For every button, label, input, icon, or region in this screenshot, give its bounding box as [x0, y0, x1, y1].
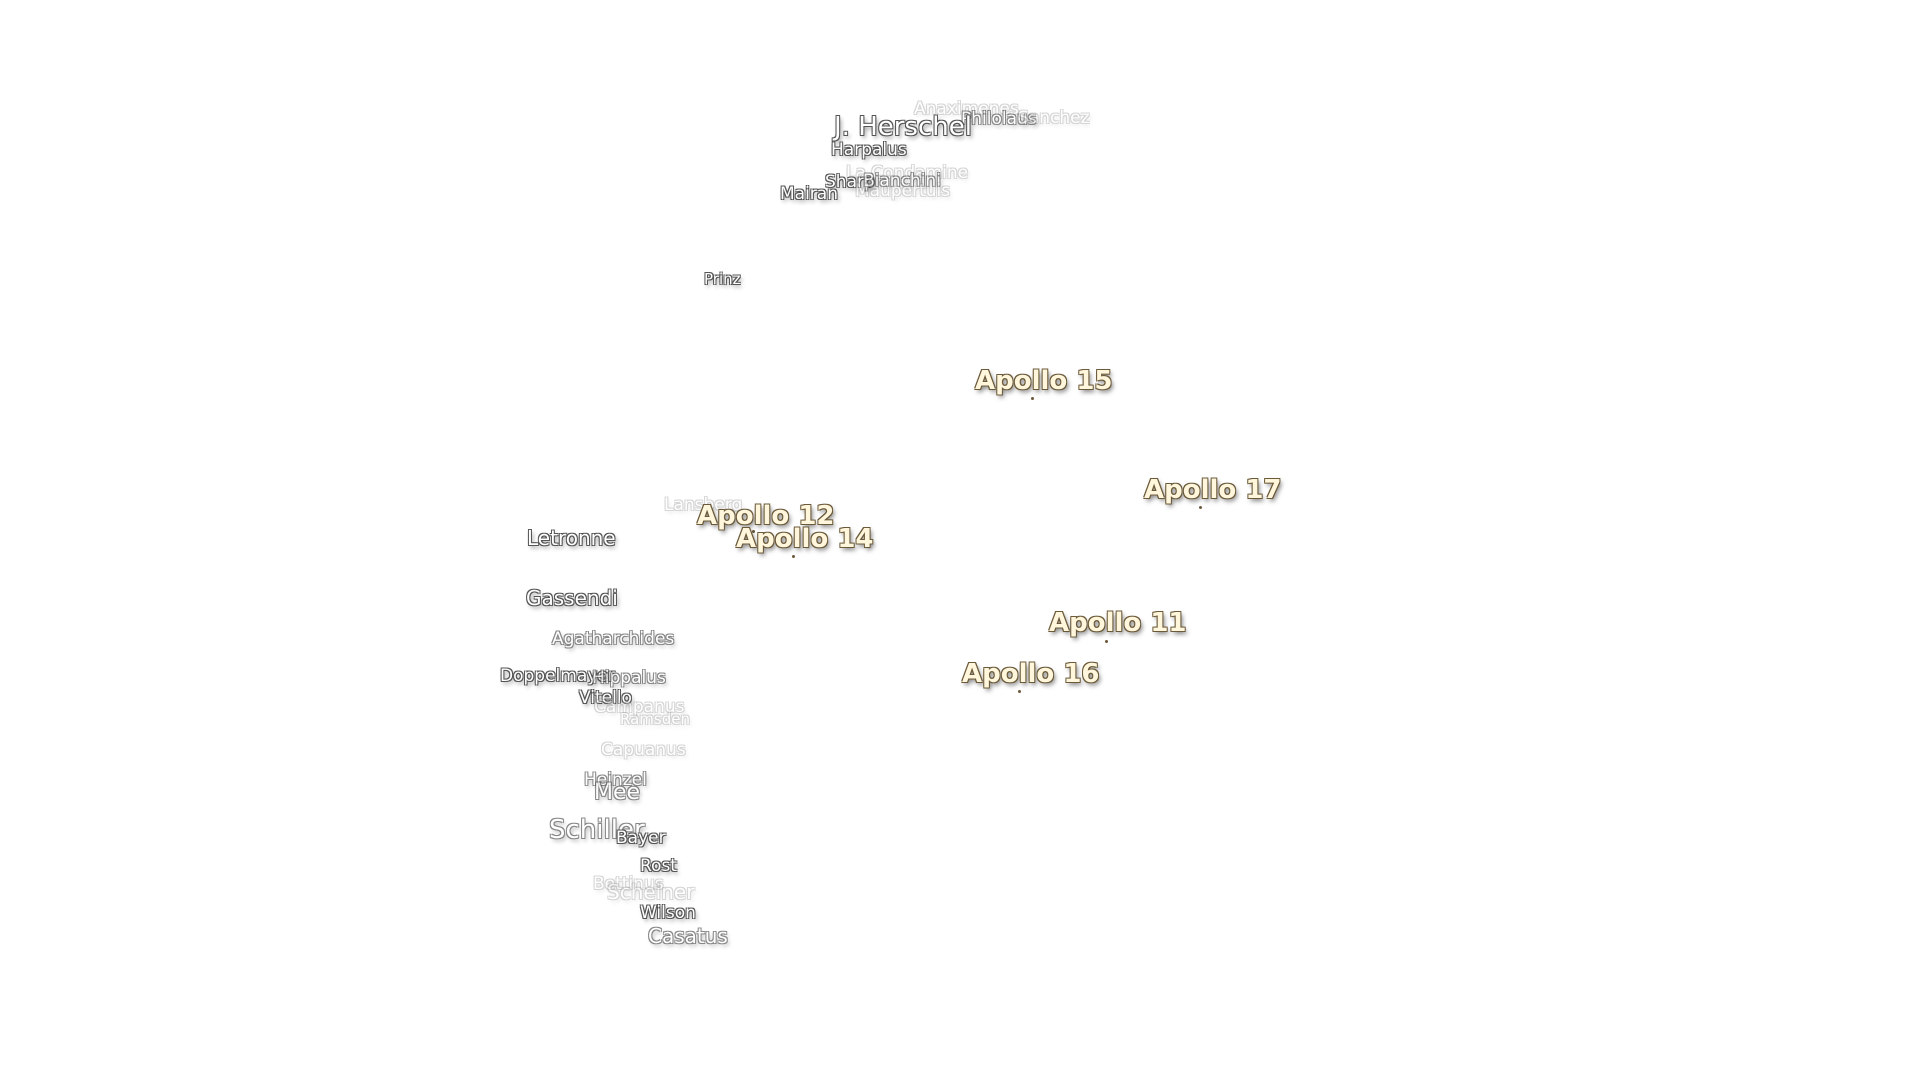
crater-label-bettinus[interactable]: Bettinus: [593, 874, 664, 894]
landing-site-label-apollo-16[interactable]: Apollo 16: [962, 659, 1100, 689]
crater-label-harpalus[interactable]: Harpalus: [831, 140, 907, 160]
crater-label-sharp[interactable]: Sharp: [825, 172, 875, 192]
crater-label-anaximenes[interactable]: Anaximenes: [914, 99, 1019, 119]
crater-label-lansberg[interactable]: Lansberg: [664, 495, 743, 515]
crater-label-scheiner[interactable]: Scheiner: [607, 880, 695, 904]
crater-label-bianchini[interactable]: Bianchini: [863, 171, 941, 191]
crater-label-heinzel[interactable]: Heinzel: [584, 770, 647, 790]
crater-label-sanchez[interactable]: Sanchez: [1018, 108, 1090, 128]
crater-label-ramsden[interactable]: Ramsden: [620, 710, 690, 728]
crater-label-vitello[interactable]: Vitello: [579, 688, 632, 708]
crater-label-agatharchides[interactable]: Agatharchides: [552, 629, 675, 649]
crater-label-mee[interactable]: Mee: [594, 780, 641, 805]
crater-label-hippalus[interactable]: Hippalus: [592, 668, 666, 688]
crater-label-campanus[interactable]: Campanus: [594, 697, 685, 717]
landing-site-marker-apollo-11[interactable]: [1105, 640, 1108, 643]
landing-site-marker-apollo-17[interactable]: [1199, 506, 1202, 509]
crater-label-casatus[interactable]: Casatus: [648, 924, 728, 948]
crater-label-philolaus[interactable]: Philolaus: [961, 109, 1037, 129]
crater-label-mairan[interactable]: Mairan: [780, 184, 838, 204]
landing-site-marker-apollo-12[interactable]: [752, 530, 755, 533]
landing-site-label-apollo-12[interactable]: Apollo 12: [697, 501, 835, 531]
crater-label-rost[interactable]: Rost: [640, 856, 677, 876]
landing-site-label-apollo-15[interactable]: Apollo 15: [975, 366, 1113, 396]
crater-label-wilson[interactable]: Wilson: [640, 903, 696, 923]
crater-label-maupertuis[interactable]: Maupertuis: [855, 181, 951, 201]
crater-label-gassendi[interactable]: Gassendi: [526, 586, 618, 610]
crater-label-letronne[interactable]: Letronne: [527, 526, 616, 550]
landing-site-marker-apollo-15[interactable]: [1031, 397, 1034, 400]
crater-label-j-herschel[interactable]: J. Herschel: [834, 112, 972, 142]
crater-label-doppelmayer[interactable]: Doppelmayer: [500, 666, 615, 686]
crater-label-capuanus[interactable]: Capuanus: [601, 740, 686, 760]
crater-label-bayer[interactable]: Bayer: [616, 828, 666, 848]
landing-site-label-apollo-17[interactable]: Apollo 17: [1144, 475, 1282, 505]
landing-site-label-apollo-14[interactable]: Apollo 14: [736, 524, 874, 554]
landing-site-marker-apollo-16[interactable]: [1018, 690, 1021, 693]
landing-site-label-apollo-11[interactable]: Apollo 11: [1049, 608, 1187, 638]
crater-label-prinz[interactable]: Prinz: [704, 270, 741, 288]
landing-site-marker-apollo-14[interactable]: [792, 555, 795, 558]
crater-label-schiller[interactable]: Schiller: [549, 815, 645, 845]
crater-label-la-condamine[interactable]: La Condamine: [846, 163, 969, 183]
